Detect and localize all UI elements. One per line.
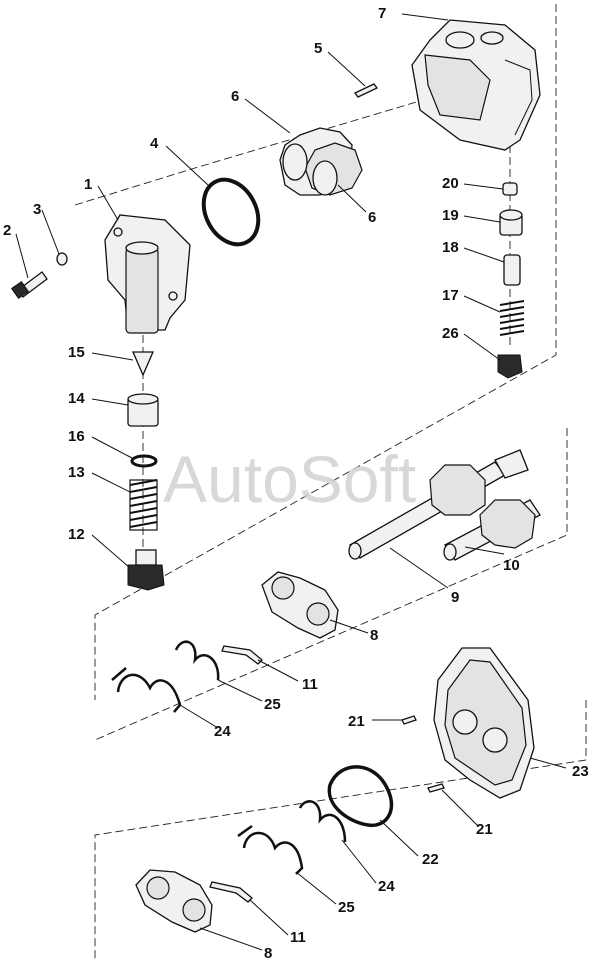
callout-19: 19 [442,207,459,224]
dowel-pin [354,83,378,98]
callout-1: 1 [84,176,92,193]
callout-21-lower: 21 [476,821,493,838]
end-cover-plate [433,647,535,799]
callout-14: 14 [68,390,85,407]
callout-11-lower: 11 [290,929,306,946]
bearing-plate-lower [135,869,213,933]
right-plug-fitting [497,354,523,379]
retaining-clip-upper [111,667,182,713]
callout-5: 5 [314,40,322,57]
o-ring-large [201,177,261,247]
callout-8-upper: 8 [370,627,378,644]
callout-18: 18 [442,239,459,256]
callout-20: 20 [442,175,459,192]
callout-6-lower: 6 [368,209,376,226]
valve-spring [129,479,158,531]
seal-strip-lower [209,881,253,903]
pin-lower [427,783,445,793]
callout-10: 10 [503,557,520,574]
callout-4: 4 [150,135,159,152]
callout-3: 3 [33,201,41,218]
plug-fitting [127,549,165,591]
callout-8-lower: 8 [264,945,272,962]
wire-clip-upper [174,640,220,681]
callout-26: 26 [442,325,459,342]
callout-16: 16 [68,428,85,445]
pump-housing [411,19,541,151]
seal-strip-upper [221,645,263,665]
watermark: AutoSoft [163,442,416,516]
right-valve-spring [499,300,525,336]
callout-13: 13 [68,464,85,481]
lock-washer [56,252,68,266]
callout-24-lower: 24 [378,878,395,895]
callout-6-upper: 6 [231,88,239,105]
poppet-cone [132,351,154,377]
bearing-plate-upper [261,571,339,639]
valve-ball [502,182,518,196]
valve-plunger [503,254,521,286]
retaining-clip-lower [237,824,304,875]
drive-shaft-gear [348,449,529,560]
o-ring-cover [327,765,394,828]
callout-25-upper: 25 [264,696,281,713]
callout-labels: 7 5 6 6 4 1 3 2 20 19 18 17 26 15 14 16 … [3,5,589,962]
valve-sleeve [127,393,159,427]
callout-17: 17 [442,287,459,304]
leader-lines [15,13,567,951]
callout-22: 22 [422,851,439,868]
wire-clip-lower [298,800,347,843]
idler-shaft-gear [443,499,541,561]
callout-7: 7 [378,5,386,22]
callout-15: 15 [68,344,85,361]
callout-25-lower: 25 [338,899,355,916]
valve-cup [499,209,523,236]
callout-9: 9 [451,589,459,606]
pin-upper [401,715,417,725]
callout-24-upper: 24 [214,723,231,740]
valve-seal-ring [130,454,158,468]
callout-2: 2 [3,222,11,239]
gear-pair [279,127,363,196]
cap-screw [10,271,48,300]
callout-23: 23 [572,763,589,780]
callout-21-upper: 21 [348,713,365,730]
relief-valve-body [104,214,191,334]
callout-12: 12 [68,526,85,543]
callout-11-upper: 11 [302,676,318,693]
